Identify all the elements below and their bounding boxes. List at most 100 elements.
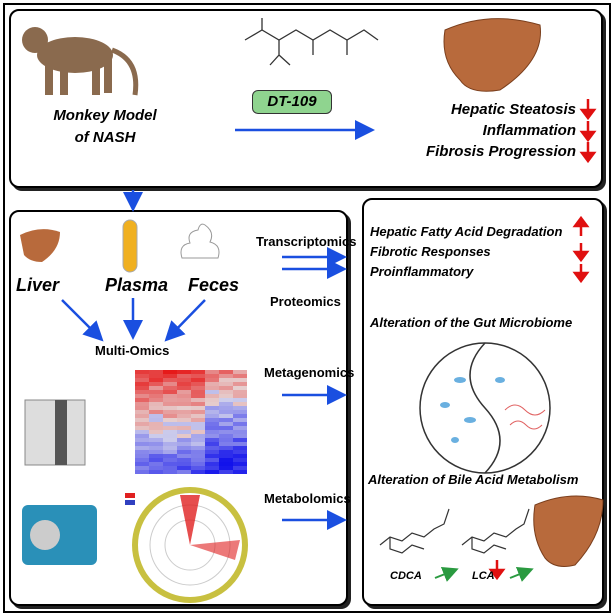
heatmap-cell — [233, 430, 247, 434]
heatmap-cell — [205, 462, 219, 466]
heatmap-cell — [177, 390, 191, 394]
model-line2: of NASH — [74, 129, 136, 146]
heatmap-cell — [205, 442, 219, 446]
heatmap-cell — [177, 406, 191, 410]
heatmap-cell — [219, 382, 233, 386]
heatmap-cell — [205, 454, 219, 458]
heatmap-cell — [219, 438, 233, 442]
heatmap-cell — [219, 386, 233, 390]
heatmap-cell — [205, 434, 219, 438]
heatmap-cell — [233, 422, 247, 426]
heatmap-cell — [163, 418, 177, 422]
heatmap-cell — [191, 386, 205, 390]
heatmap-cell — [177, 410, 191, 414]
heatmap-cell — [233, 466, 247, 470]
heatmap-cell — [163, 462, 177, 466]
heatmap-cell — [233, 454, 247, 458]
heatmap-cell — [233, 402, 247, 406]
heatmap-cell — [163, 426, 177, 430]
heatmap-cell — [177, 442, 191, 446]
mass-spec-icon — [22, 505, 97, 565]
liver-icon-bottom — [533, 495, 604, 567]
sample-feces: Feces — [188, 275, 240, 295]
heatmap-cell — [219, 426, 233, 430]
heatmap-cell — [149, 418, 163, 422]
green-arrow — [509, 567, 534, 582]
heatmap-cell — [163, 458, 177, 462]
liver-icon — [443, 18, 541, 92]
heatmap-cell — [191, 430, 205, 434]
heatmap-cell — [177, 454, 191, 458]
heatmap-cell — [149, 374, 163, 378]
drug-label: DT-109 — [252, 90, 332, 114]
heatmap-cell — [191, 426, 205, 430]
heatmap-cell — [149, 446, 163, 450]
heatmap-cell — [233, 406, 247, 410]
heatmap-cell — [149, 454, 163, 458]
heatmap-cell — [233, 378, 247, 382]
model-line1: Monkey Model — [53, 107, 157, 124]
heatmap-cell — [177, 382, 191, 386]
metabolomics-label: Metabolomics — [264, 491, 351, 506]
heatmap-cell — [163, 394, 177, 398]
heatmap-cell — [233, 386, 247, 390]
heatmap-cell — [163, 378, 177, 382]
heatmap-cell — [205, 458, 219, 462]
result-proinflammatory: Proinflammatory — [370, 264, 474, 279]
heatmap-cell — [177, 418, 191, 422]
heatmap-cell — [205, 422, 219, 426]
lca-label: LCA — [472, 570, 495, 582]
heatmap-cell — [233, 426, 247, 430]
sample-plasma: Plasma — [105, 275, 169, 295]
decrease-arrows — [579, 99, 597, 164]
heatmap-cell — [177, 434, 191, 438]
heatmap-cell — [135, 414, 149, 418]
heatmap-cell — [177, 446, 191, 450]
heatmap-cell — [233, 414, 247, 418]
heatmap-cell — [149, 394, 163, 398]
heatmap-cell — [219, 434, 233, 438]
bile-acid-label: Alteration of Bile Acid Metabolism — [368, 472, 579, 487]
heatmap-cell — [219, 398, 233, 402]
heatmap-cell — [163, 470, 177, 474]
heatmap-cell — [163, 438, 177, 442]
gut-microbiome-label: Alteration of the Gut Microbiome — [370, 315, 573, 330]
feces-icon — [180, 223, 220, 259]
heatmap-cell — [163, 434, 177, 438]
heatmap-cell — [233, 458, 247, 462]
heatmap-cell — [177, 374, 191, 378]
result-fatty-acid: Hepatic Fatty Acid Degradation — [370, 224, 563, 239]
heatmap-cell — [177, 470, 191, 474]
heatmap-cell — [177, 430, 191, 434]
heatmap-cell — [163, 374, 177, 378]
heatmap-cell — [233, 370, 247, 374]
heatmap-cell — [177, 422, 191, 426]
heatmap-cell — [205, 386, 219, 390]
heatmap-cell — [135, 446, 149, 450]
heatmap-cell — [149, 370, 163, 374]
heatmap-cell — [149, 430, 163, 434]
heatmap-cell — [205, 374, 219, 378]
heatmap-cell — [205, 370, 219, 374]
heatmap-cell — [219, 462, 233, 466]
heatmap-cell — [149, 470, 163, 474]
heatmap-cell — [149, 386, 163, 390]
heatmap-cell — [219, 394, 233, 398]
heatmap-cell — [233, 434, 247, 438]
heatmap-cell — [177, 394, 191, 398]
heatmap-cell — [163, 402, 177, 406]
heatmap-cell — [205, 410, 219, 414]
heatmap-cell — [135, 450, 149, 454]
heatmap-cell — [233, 450, 247, 454]
cdca-structure-icon — [379, 508, 450, 554]
heatmap-cell — [163, 386, 177, 390]
heatmap-cell — [135, 394, 149, 398]
sequencer-icon — [24, 399, 86, 466]
heatmap-cell — [191, 418, 205, 422]
heatmap-cell — [205, 450, 219, 454]
heatmap-cell — [135, 382, 149, 386]
heatmap-cell — [191, 462, 205, 466]
heatmap-cell — [219, 390, 233, 394]
heatmap-cell — [233, 446, 247, 450]
heatmap-cell — [233, 410, 247, 414]
